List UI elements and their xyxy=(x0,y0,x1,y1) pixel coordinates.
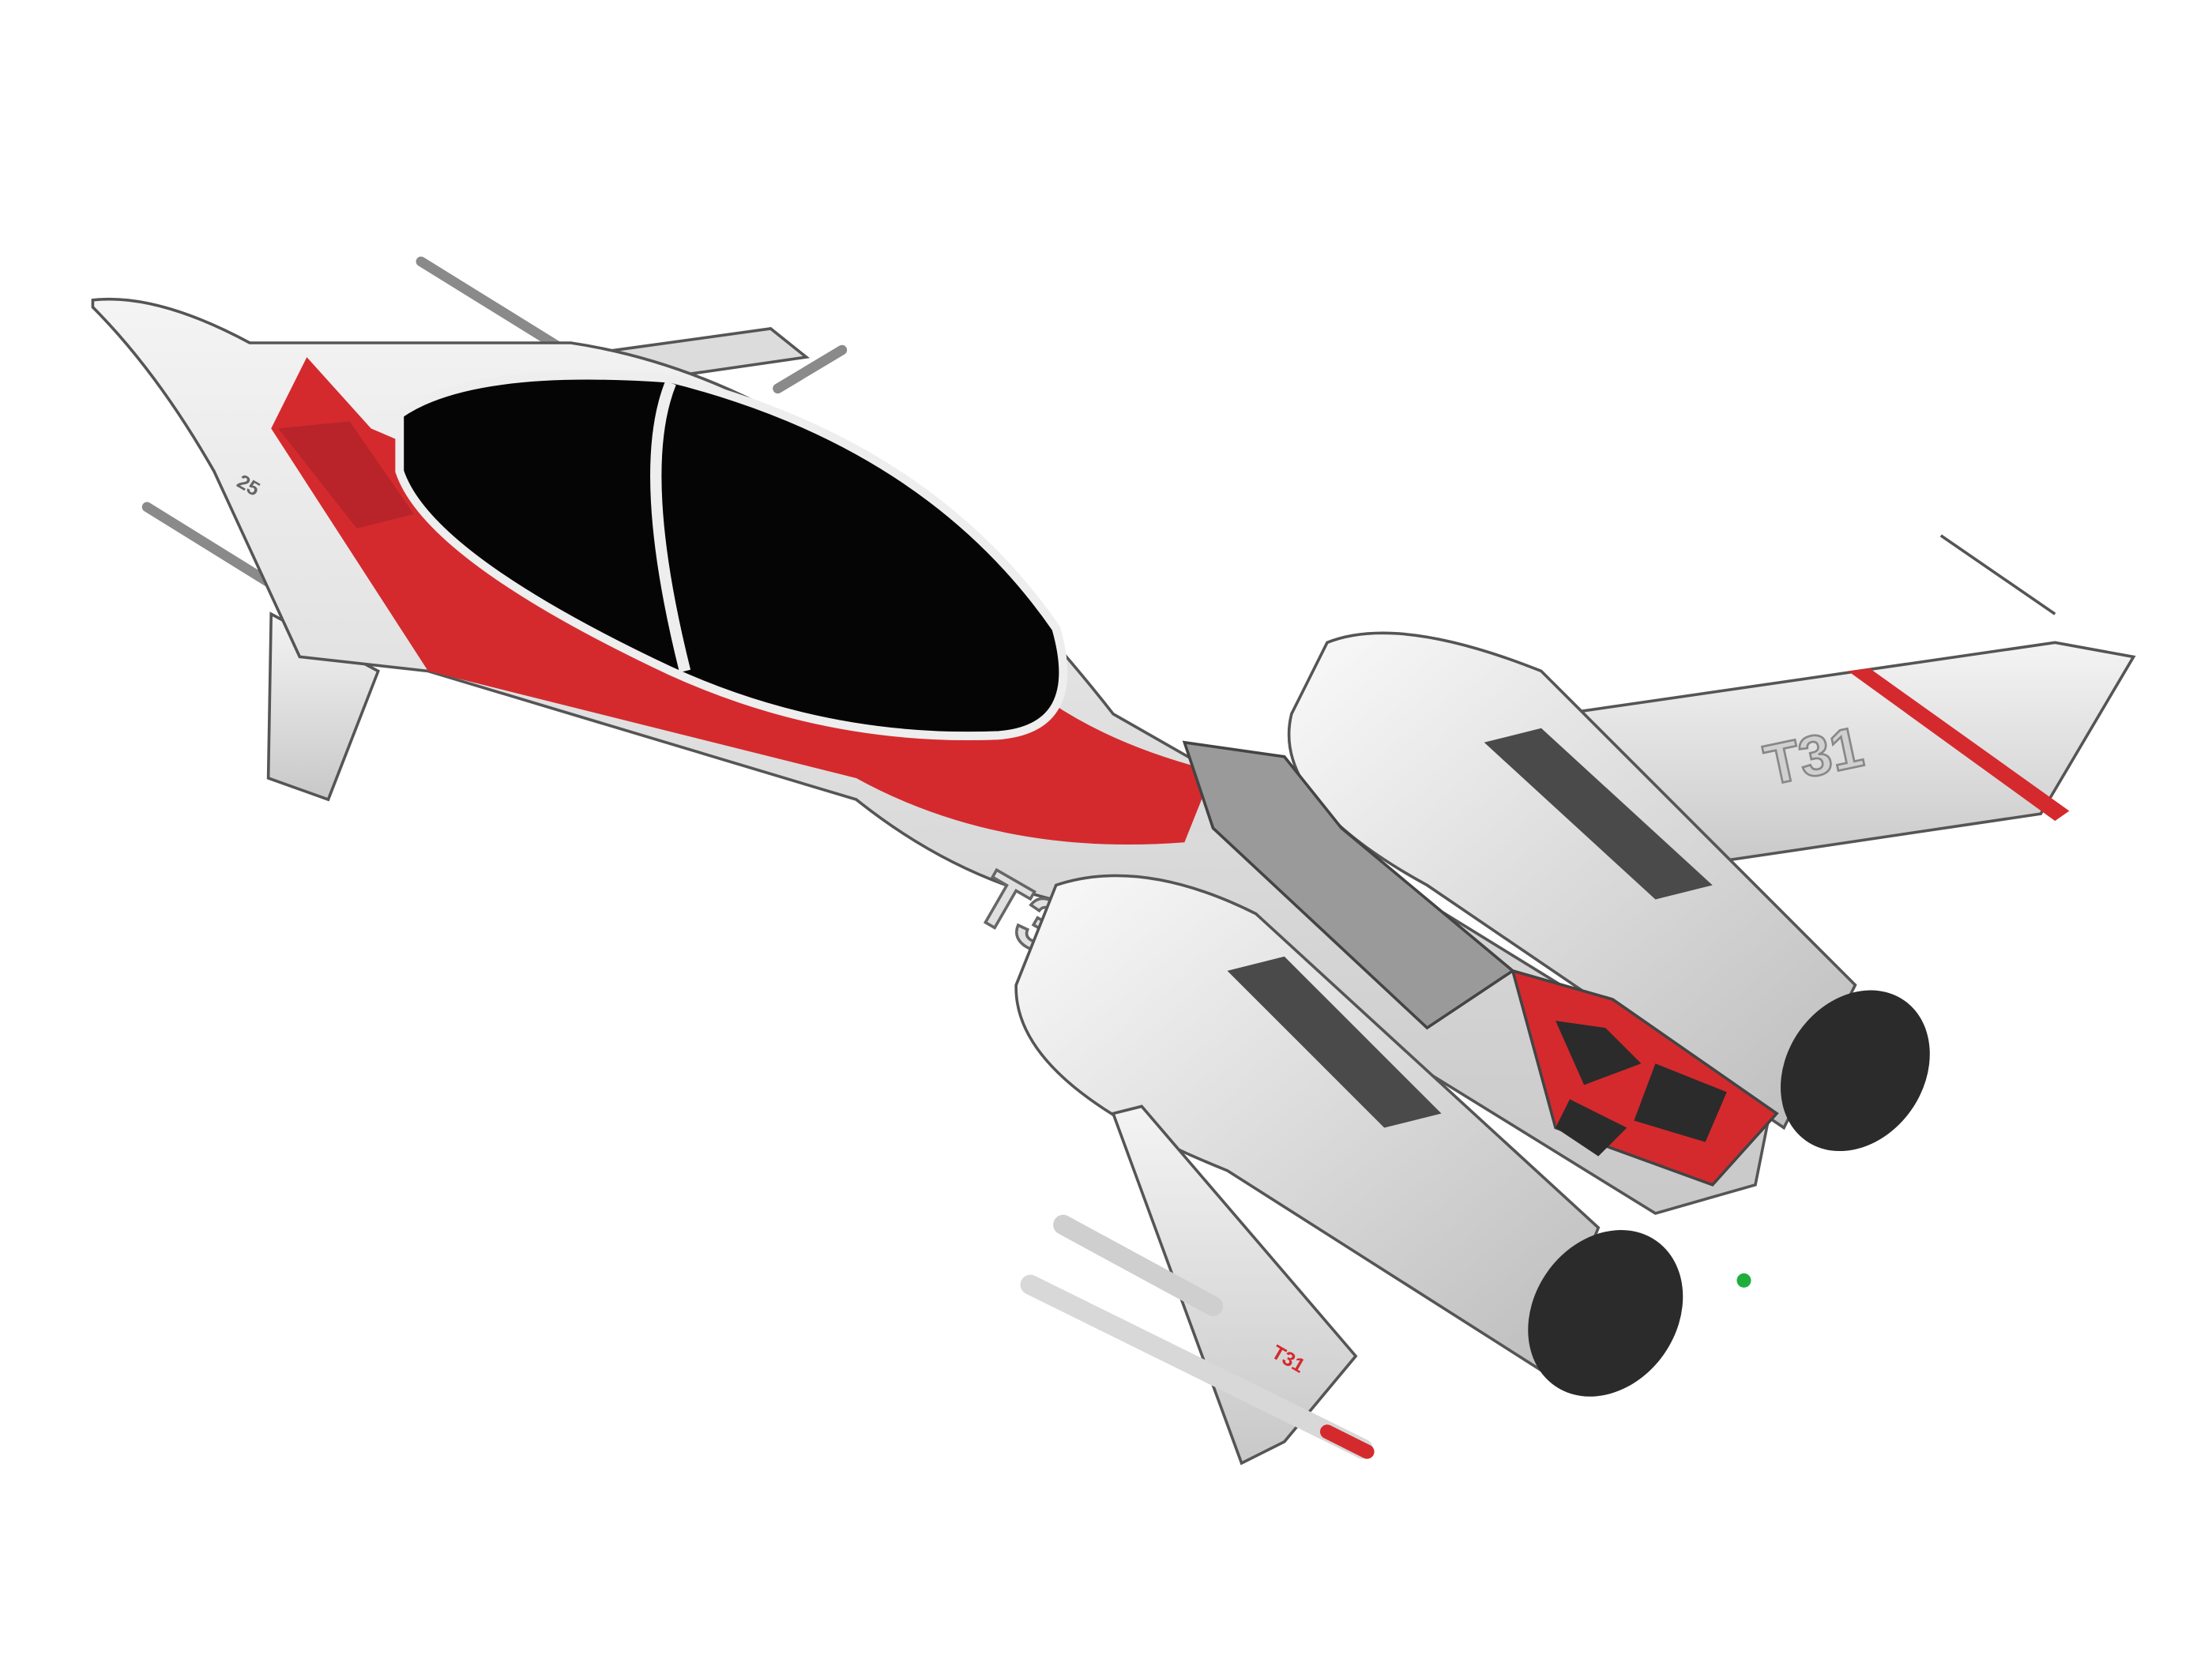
missiles xyxy=(1020,1214,1375,1459)
lower-engine xyxy=(1014,874,1683,1397)
canopy xyxy=(395,371,1068,741)
nose-red-panel xyxy=(278,421,414,529)
nav-light xyxy=(1736,1273,1751,1288)
canopy-frame xyxy=(650,380,691,673)
upper-engine xyxy=(1287,631,1930,1152)
wing-pod xyxy=(1848,668,2070,822)
lower-wing xyxy=(1111,1104,1358,1465)
rear-deck-panels xyxy=(1556,1021,1727,1157)
gun-barrels xyxy=(141,256,848,594)
engine-mount xyxy=(1182,740,1515,1030)
